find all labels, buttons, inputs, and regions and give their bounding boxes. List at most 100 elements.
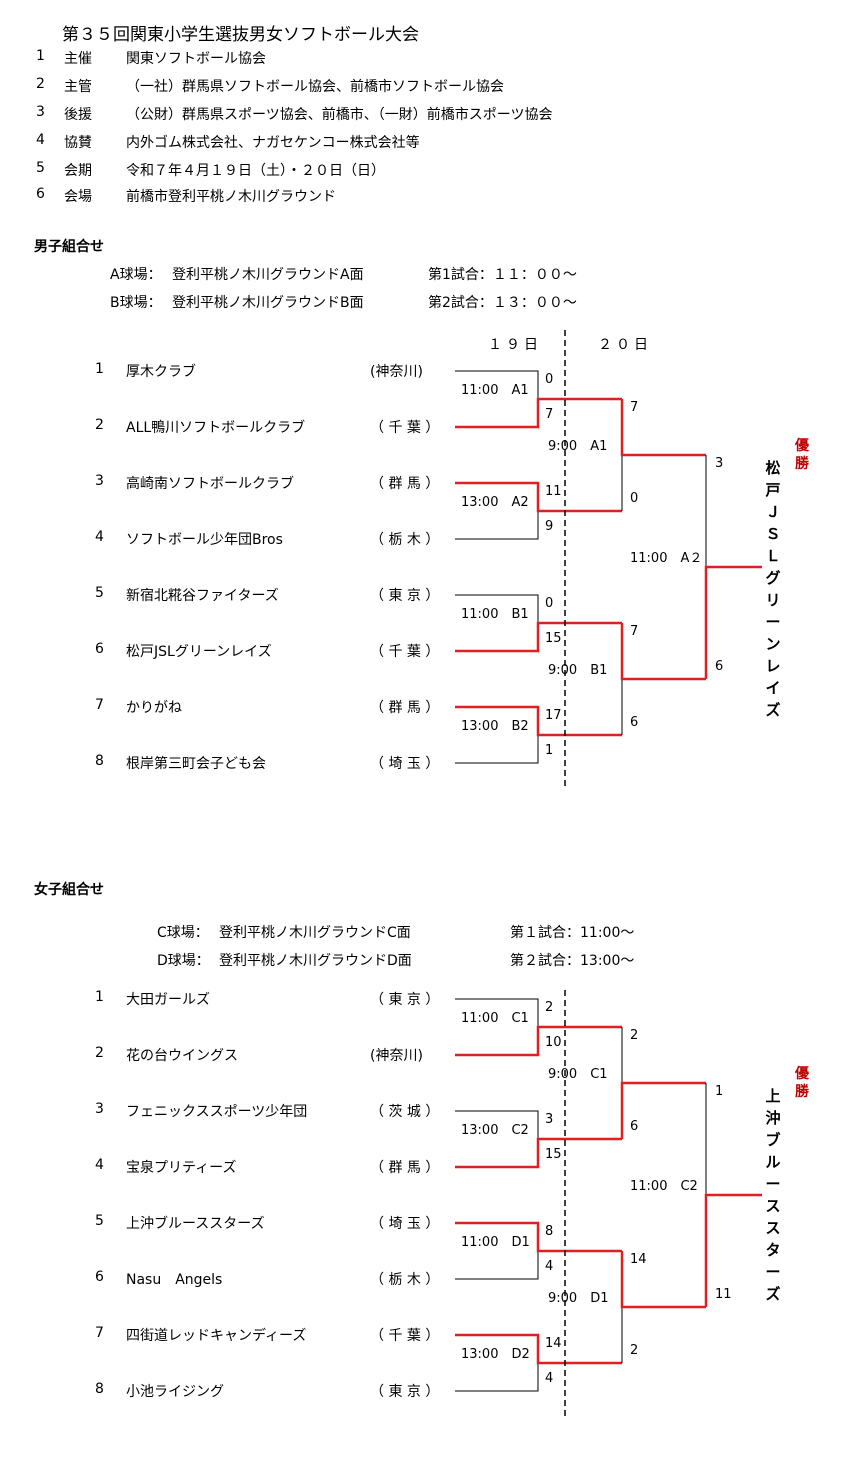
- day-label-19: １９日: [488, 337, 542, 353]
- winner-label: 優勝: [795, 438, 809, 472]
- bracket-line-winner: [455, 705, 622, 737]
- team-name: 四街道レッドキャンディーズ: [126, 1328, 307, 1344]
- score-bottom: 6: [630, 715, 639, 730]
- match-label: 13:00 A2: [461, 495, 529, 510]
- bracket-line-loser: [455, 594, 539, 623]
- score-top: 7: [630, 400, 639, 415]
- score-top: 0: [545, 372, 554, 387]
- champion-name: 松戸ＪＳＬグリーンレイズ: [765, 459, 781, 719]
- info-number: 5: [36, 160, 45, 176]
- team-seed-number: 2: [95, 417, 104, 433]
- venue-field: A球場：: [110, 267, 162, 283]
- team-prefecture: （ 茨 城 ）: [370, 1104, 440, 1120]
- team-seed-number: 7: [95, 1325, 104, 1341]
- score-bottom: 1: [545, 743, 554, 758]
- boys-heading: 男子組合せ: [34, 239, 104, 255]
- match-label: 13:00 D2: [461, 1347, 530, 1362]
- team-name: 上沖ブルーススターズ: [126, 1216, 265, 1232]
- venue-game-time: 第１試合：11:00～: [510, 925, 635, 941]
- final-score-bottom: 6: [715, 659, 724, 674]
- team-seed-number: 6: [95, 641, 104, 657]
- team-name: ソフトボール少年団Bros: [126, 532, 283, 548]
- score-top: 2: [630, 1028, 639, 1043]
- winner-label: 優勝: [795, 1066, 809, 1100]
- team-seed-number: 5: [95, 585, 104, 601]
- match-label: 11:00 C1: [461, 1011, 529, 1026]
- score-bottom: 4: [545, 1259, 554, 1274]
- team-seed-number: 3: [95, 473, 104, 489]
- team-prefecture: （ 群 馬 ）: [370, 700, 440, 716]
- team-prefecture: （ 千 葉 ）: [370, 644, 440, 660]
- score-bottom: 7: [545, 407, 554, 422]
- bracket-line-winner: [455, 1221, 622, 1253]
- champion-name: 上沖ブルーススターズ: [765, 1087, 781, 1303]
- venue-name: 登利平桃ノ木川グラウンドB面: [172, 295, 364, 311]
- bracket-line-loser: [455, 1110, 539, 1139]
- info-value: 関東ソフトボール協会: [126, 51, 266, 67]
- bracket-line-winner: [620, 623, 706, 681]
- final-score-top: 3: [715, 456, 724, 471]
- info-value: 前橋市登利平桃ノ木川グラウンド: [126, 189, 336, 205]
- info-number: 2: [36, 76, 45, 92]
- venue-game-time: 第1試合：１１：００～: [428, 267, 577, 283]
- team-name: 宝泉プリティーズ: [126, 1160, 237, 1176]
- score-top: 0: [545, 596, 554, 611]
- bracket-line-winner: [455, 1025, 622, 1057]
- info-value: 内外ゴム株式会社、ナガセケンコー株式会社等: [126, 135, 420, 151]
- team-name: ALL鴨川ソフトボールクラブ: [126, 420, 306, 436]
- score-bottom: 10: [545, 1035, 562, 1050]
- info-number: 6: [36, 186, 45, 202]
- team-name: フェニックススポーツ少年団: [126, 1104, 308, 1120]
- team-name: 根岸第三町会子ども会: [126, 756, 266, 772]
- match-label: 13:00 B2: [461, 719, 529, 734]
- bracket-line-winner: [455, 1333, 622, 1365]
- team-seed-number: 8: [95, 1381, 104, 1397]
- team-prefecture: （ 群 馬 ）: [370, 476, 440, 492]
- match-label: 9:00 C1: [548, 1067, 608, 1082]
- team-name: 花の台ウイングス: [126, 1048, 238, 1064]
- info-value: （一社）群馬県ソフトボール協会、前橋市ソフトボール協会: [126, 79, 504, 95]
- team-seed-number: 2: [95, 1045, 104, 1061]
- final-match-label: 11:00 A２: [630, 551, 703, 566]
- day-label-20: ２０日: [598, 337, 652, 353]
- venue-name: 登利平桃ノ木川グラウンドA面: [172, 267, 364, 283]
- team-name: かりがね: [126, 700, 182, 716]
- team-seed-number: 4: [95, 1157, 104, 1173]
- team-name: 大田ガールズ: [126, 992, 210, 1008]
- info-value: 令和７年４月１９日（土）・２０日（日）: [126, 163, 385, 179]
- team-prefecture: (神奈川): [370, 1048, 423, 1064]
- bracket-line-winner: [455, 621, 622, 653]
- team-prefecture: （ 東 京 ）: [370, 588, 440, 604]
- match-label: 9:00 B1: [548, 663, 608, 678]
- info-key: 主催: [64, 51, 92, 67]
- team-seed-number: 1: [95, 989, 104, 1005]
- venue-game-time: 第２試合：13:00～: [510, 953, 635, 969]
- info-key: 主管: [64, 79, 92, 95]
- bracket-line-loser: [455, 735, 539, 764]
- score-bottom: 4: [545, 1371, 554, 1386]
- final-match-label: 11:00 C2: [630, 1179, 698, 1194]
- bracket-line-loser: [455, 998, 539, 1027]
- info-number: 4: [36, 132, 45, 148]
- team-prefecture: （ 埼 玉 ）: [370, 756, 440, 772]
- final-score-bottom: 11: [715, 1287, 732, 1302]
- score-top: 7: [630, 624, 639, 639]
- venue-name: 登利平桃ノ木川グラウンドD面: [219, 953, 412, 969]
- info-number: 1: [36, 48, 45, 64]
- team-prefecture: （ 東 京 ）: [370, 1384, 440, 1400]
- info-number: 3: [36, 104, 45, 120]
- venue-field: B球場：: [110, 295, 162, 311]
- team-prefecture: （ 埼 玉 ）: [370, 1216, 440, 1232]
- match-label: 11:00 D1: [461, 1235, 530, 1250]
- score-bottom: 0: [630, 491, 639, 506]
- info-key: 会期: [64, 163, 92, 179]
- bracket-line-loser: [455, 1363, 539, 1392]
- match-label: 9:00 D1: [548, 1291, 609, 1306]
- score-bottom: 9: [545, 519, 554, 534]
- bracket-line-winner: [620, 1081, 706, 1139]
- venue-name: 登利平桃ノ木川グラウンドC面: [219, 925, 411, 941]
- score-top: 14: [630, 1252, 647, 1267]
- bracket-line-loser: [455, 1251, 539, 1280]
- team-seed-number: 7: [95, 697, 104, 713]
